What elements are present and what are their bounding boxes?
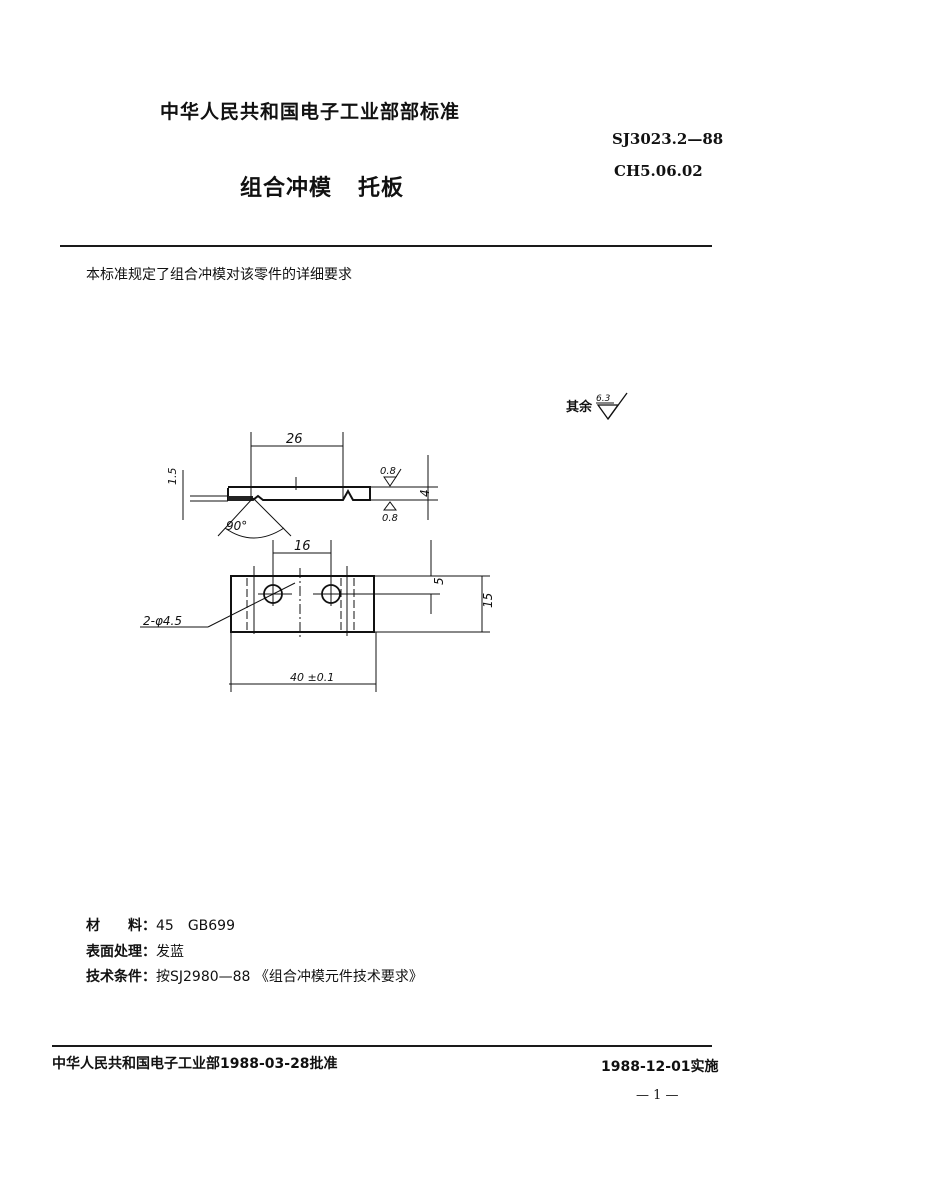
svg-text:0.8: 0.8	[382, 513, 398, 524]
title-part-1: 组合冲模	[240, 176, 333, 201]
svg-text:90°: 90°	[226, 519, 247, 533]
top-view	[140, 540, 490, 692]
spec-material: 材 料：45 GB699	[86, 915, 235, 935]
svg-text:26: 26	[286, 432, 303, 447]
svg-text:5: 5	[432, 577, 446, 585]
roughness-default-value: 6.3	[596, 394, 611, 404]
title-part-2: 托板	[358, 176, 405, 201]
svg-text:0.8: 0.8	[380, 466, 396, 477]
surface-treatment-value: 发蓝	[156, 944, 184, 960]
footer-divider	[52, 1045, 712, 1047]
header-divider	[60, 245, 712, 247]
spec-surface-treatment: 表面处理：发蓝	[86, 941, 184, 961]
roughness-symbol-icon	[596, 392, 628, 421]
roughness-note-label: 其余	[566, 400, 593, 415]
material-label: 材 料：	[86, 918, 156, 934]
svg-text:2-φ4.5: 2-φ4.5	[143, 614, 182, 628]
side-view	[182, 432, 438, 539]
ministry-standard-heading: 中华人民共和国电子工业部部标准	[160, 101, 461, 123]
svg-text:16: 16	[294, 539, 311, 554]
page-number: — 1 —	[636, 1088, 679, 1103]
svg-text:1.5: 1.5	[166, 468, 179, 486]
document-title: 组合冲模托板	[240, 170, 404, 202]
surface-treatment-label: 表面处理：	[86, 944, 156, 960]
technical-conditions-label: 技术条件：	[86, 969, 156, 985]
svg-text:40 ±0.1: 40 ±0.1	[290, 671, 334, 684]
material-value: 45 GB699	[156, 918, 235, 934]
svg-text:4: 4	[418, 489, 432, 497]
approval-statement: 中华人民共和国电子工业部1988-03-28批准	[52, 1056, 338, 1072]
surface-roughness-note: 其余	[566, 396, 592, 415]
effective-date: 1988-12-01实施	[601, 1059, 719, 1075]
spec-technical-conditions: 技术条件：按SJ2980—88 《组合冲模元件技术要求》	[86, 966, 423, 986]
technical-conditions-value: 按SJ2980—88 《组合冲模元件技术要求》	[156, 969, 423, 985]
classification-code: CH5.06.02	[614, 162, 703, 180]
svg-text:15: 15	[481, 593, 495, 608]
standard-number: SJ3023.2—88	[612, 130, 724, 148]
scope-text: 本标准规定了组合冲模对该零件的详细要求	[86, 267, 352, 283]
